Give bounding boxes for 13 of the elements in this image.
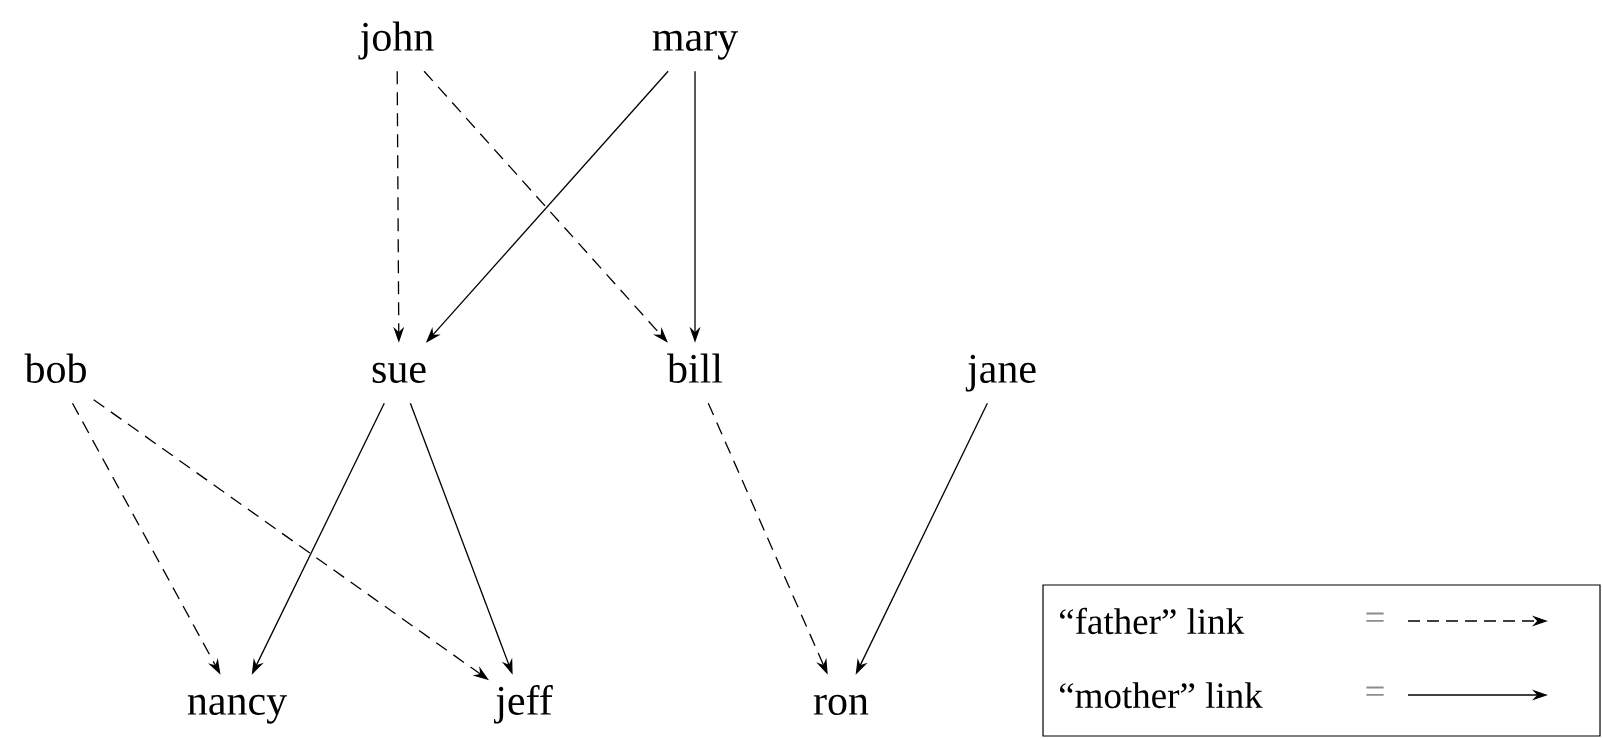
name-label: mary (652, 30, 738, 60)
legend-label: “mother” link (1060, 682, 1263, 709)
name-label: jane (965, 354, 1036, 392)
name-label: jeff (494, 685, 553, 724)
name-label: nancy (187, 694, 287, 724)
name-label: john (358, 21, 434, 60)
equals-sign: = (1366, 612, 1384, 622)
name-label: ron (813, 694, 869, 715)
legend-label: “father” link (1060, 607, 1245, 635)
name-label: bill (667, 353, 723, 383)
equals-sign: = (1366, 686, 1384, 696)
name-label: bob (24, 353, 86, 383)
name-label: sue (372, 362, 426, 383)
